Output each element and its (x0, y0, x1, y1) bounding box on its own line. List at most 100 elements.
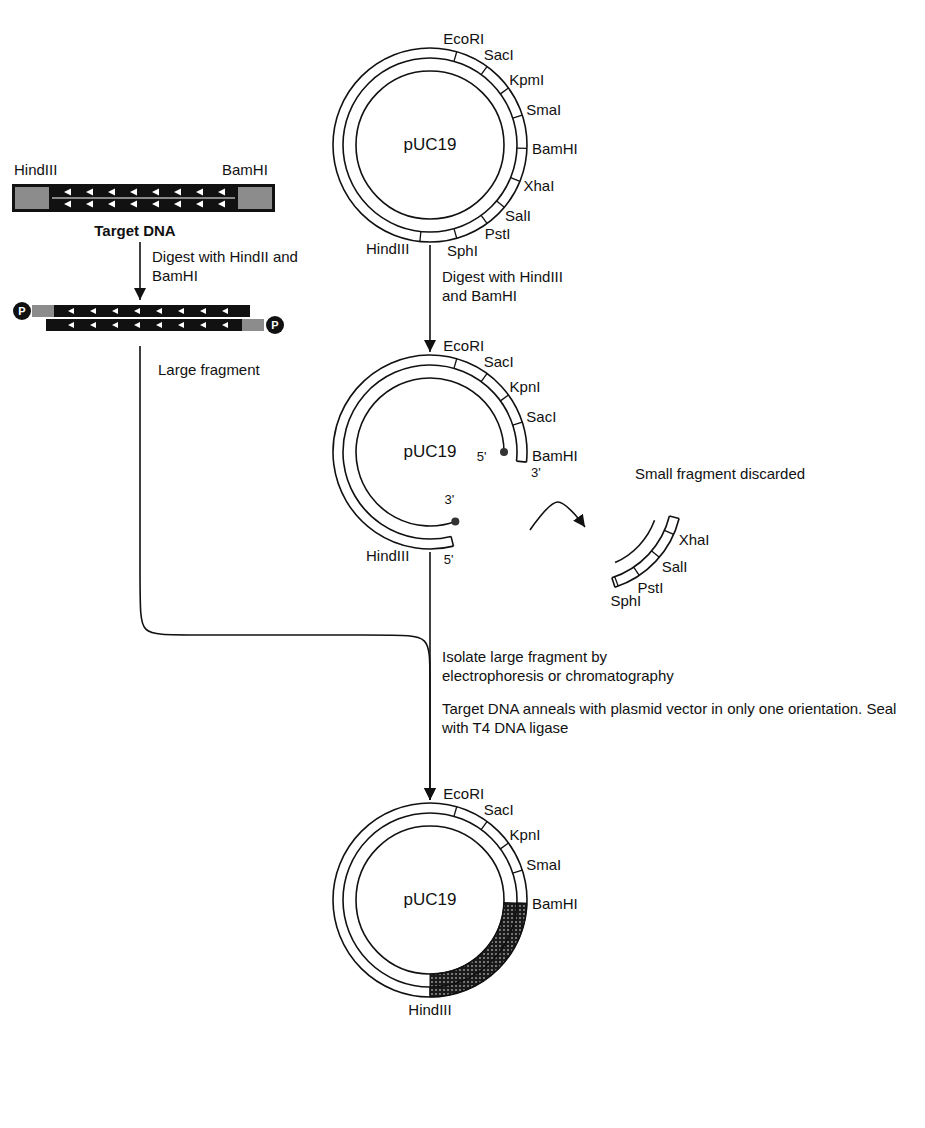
plasmid-ring (356, 826, 504, 974)
helix-mark (196, 201, 203, 208)
site-tick (429, 987, 430, 997)
sticky-end (242, 319, 264, 331)
site-label: BamHI (532, 896, 578, 913)
process-arrow (429, 245, 431, 352)
helix-mark (156, 322, 162, 328)
site-label: SacI (484, 48, 514, 65)
process-arrow (139, 242, 141, 300)
site-label: EcoRI (443, 31, 484, 48)
annotation-label: BamHI (222, 162, 268, 179)
site-tick (500, 395, 508, 401)
site-label: SmaI (526, 103, 561, 120)
helix-mark (112, 308, 118, 314)
dna-strand (46, 319, 264, 331)
site-label: KpnI (510, 379, 541, 396)
phosphate-circle (13, 302, 31, 320)
site-tick (500, 843, 508, 849)
annotation-label: Large fragment (158, 362, 260, 379)
site-label: HindIII (366, 547, 409, 564)
site-label: BamHI (532, 448, 578, 465)
site-label: SacI (526, 410, 556, 427)
site-label: 5' (444, 553, 454, 567)
helix-mark (152, 189, 159, 196)
site-label: SphI (447, 243, 478, 260)
phosphate-circle (266, 316, 284, 334)
step-note: Digest with HindII and BamHI (152, 248, 302, 286)
dna-strand (32, 305, 250, 317)
phosphate-mark: P (18, 305, 25, 318)
helix-mark (90, 322, 96, 328)
strand-end (612, 578, 615, 588)
helix-mark (90, 308, 96, 314)
restriction-site (238, 187, 272, 209)
site-tick (513, 870, 523, 873)
site-tick (664, 530, 673, 534)
recombinant-plasmid: pUC19 (330, 800, 530, 1000)
site-label: SalI (505, 208, 531, 225)
plasmid-name: pUC19 (404, 442, 457, 462)
site-tick (481, 67, 487, 75)
plasmid-ring (333, 803, 527, 997)
strand-end (669, 516, 679, 518)
node-outline (12, 300, 287, 346)
dna-duplex (12, 184, 275, 212)
linear-plasmid: pUC19 (330, 352, 530, 552)
plasmid-ring (356, 71, 504, 219)
site-tick (481, 822, 487, 830)
site-tick (513, 115, 523, 118)
end-dot (451, 518, 459, 526)
helix-mark (108, 189, 115, 196)
helix-mark (134, 308, 140, 314)
helix-mark (156, 308, 162, 314)
dna-strand (333, 355, 527, 549)
site-label: BamHI (532, 141, 578, 158)
helix-mark (218, 189, 225, 196)
site-tick (454, 229, 457, 239)
restriction-site (15, 187, 49, 209)
dna-strand (615, 520, 654, 562)
fragment-heading: Small fragment discarded (635, 465, 805, 482)
helix-mark (134, 322, 140, 328)
sticky-end (32, 305, 54, 317)
plasmid-ring (343, 58, 517, 232)
helix-mark (68, 308, 74, 314)
helix-mark (178, 308, 184, 314)
site-tick (497, 201, 505, 207)
site-tick (517, 147, 527, 149)
helix-mark (222, 308, 228, 314)
site-label: XhaI (523, 178, 554, 195)
site-label: EcoRI (443, 338, 484, 355)
phosphate-mark: P (271, 319, 278, 332)
helix-mark (222, 322, 228, 328)
strand-end (451, 536, 453, 546)
site-tick (517, 902, 527, 904)
step-note: Isolate large fragment by electrophoresi… (442, 648, 712, 686)
site-tick (454, 807, 457, 817)
site-tick (511, 178, 520, 182)
site-label: PstI (485, 226, 511, 243)
plasmid-name: pUC19 (404, 135, 457, 155)
helix-mark (64, 189, 71, 196)
helix-mark (218, 201, 225, 208)
site-label: SphI (610, 592, 641, 609)
dna-caption: Target DNA (94, 222, 175, 239)
dna-strand (343, 365, 517, 539)
helix-mark (152, 201, 159, 208)
process-arrow (530, 502, 585, 530)
plasmid-ring (333, 48, 527, 242)
helix-mark (196, 189, 203, 196)
site-tick (615, 577, 618, 586)
site-tick (513, 422, 523, 425)
helix-mark (68, 322, 74, 328)
dna-strand (612, 516, 670, 578)
site-tick (652, 551, 660, 557)
site-label: XhaI (679, 532, 710, 549)
helix-mark (130, 189, 137, 196)
site-label: PstI (637, 580, 663, 597)
end-dot (500, 448, 508, 456)
step-note: Target DNA anneals with plasmid vector i… (442, 700, 912, 738)
site-label: SmaI (526, 858, 561, 875)
annotation-label: HindIII (14, 162, 57, 179)
